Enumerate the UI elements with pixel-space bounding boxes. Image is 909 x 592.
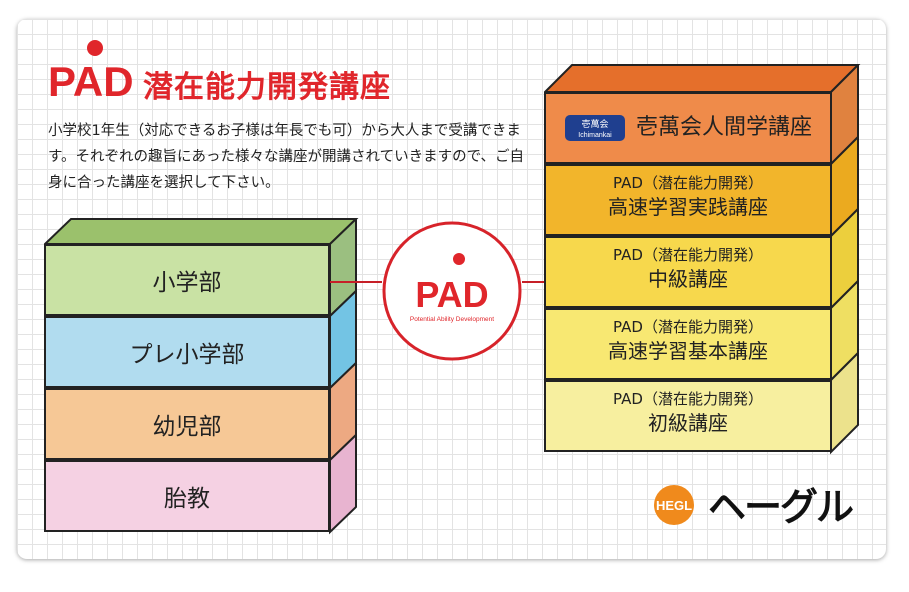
right-block-speed-basic[interactable]: PAD（潜在能力開発） 高速学習基本講座 xyxy=(544,308,832,380)
right-block-sub: PAD（潜在能力開発） xyxy=(613,318,763,336)
connector-left xyxy=(330,281,382,283)
pad-logo-icon: PAD xyxy=(48,40,134,100)
right-block-sub: PAD（潜在能力開発） xyxy=(613,390,763,408)
right-block-label: 高速学習実践講座 xyxy=(608,195,768,219)
left-stack-3d-sides xyxy=(44,218,359,535)
svg-text:PAD: PAD xyxy=(415,274,488,315)
left-stack: 小学部 プレ小学部 幼児部 胎教 xyxy=(44,218,360,538)
svg-text:Ichimankai: Ichimankai xyxy=(578,132,612,139)
left-block-label: プレ小学部 xyxy=(129,342,245,368)
left-block-prenatal[interactable]: 胎教 xyxy=(44,460,330,532)
ichimankai-logo-icon: 壱萬会 Ichimankai xyxy=(564,115,625,141)
left-block-pre-elementary[interactable]: プレ小学部 xyxy=(44,316,330,388)
right-block-label: 中級講座 xyxy=(648,267,728,291)
right-block-label: 高速学習基本講座 xyxy=(608,339,768,363)
right-block-intermediate[interactable]: PAD（潜在能力開発） 中級講座 xyxy=(544,236,832,308)
pad-center-logo-icon: PAD Potential Ability Development xyxy=(382,221,522,361)
svg-text:Potential Ability Development: Potential Ability Development xyxy=(410,316,494,323)
intro-text: 小学校1年生（対応できるお子様は年長でも可）から大人まで受講できます。それぞれの… xyxy=(48,123,525,191)
svg-text:壱萬会: 壱萬会 xyxy=(581,118,608,130)
right-block-sub: PAD（潜在能力開発） xyxy=(613,246,763,264)
hegl-brand-name: ヘーグル xyxy=(708,485,854,529)
right-block-label: 壱萬会人間学講座 xyxy=(635,115,812,140)
svg-text:PAD: PAD xyxy=(48,58,134,100)
left-block-preschool[interactable]: 幼児部 xyxy=(44,388,330,460)
left-block-label: 小学部 xyxy=(152,270,222,296)
right-block-speed-practice[interactable]: PAD（潜在能力開発） 高速学習実践講座 xyxy=(544,164,832,236)
left-block-elementary[interactable]: 小学部 xyxy=(44,244,330,316)
connector-right xyxy=(522,281,546,283)
right-block-label: 初級講座 xyxy=(648,411,728,435)
svg-text:HEGL: HEGL xyxy=(656,498,692,513)
right-block-beginner[interactable]: PAD（潜在能力開発） 初級講座 xyxy=(544,380,832,452)
right-block-ichimankai[interactable]: 壱萬会 Ichimankai 壱萬会人間学講座 xyxy=(544,92,832,164)
hegl-emblem-icon: HEGL xyxy=(654,485,694,525)
left-block-label: 幼児部 xyxy=(152,414,222,440)
page-title: 潜在能力開発講座 xyxy=(143,70,391,105)
right-stack: 壱萬会 Ichimankai 壱萬会人間学講座 PAD（潜在能力開発） 高速学習… xyxy=(544,64,862,456)
right-block-sub: PAD（潜在能力開発） xyxy=(613,174,763,192)
left-block-label: 胎教 xyxy=(164,486,210,512)
